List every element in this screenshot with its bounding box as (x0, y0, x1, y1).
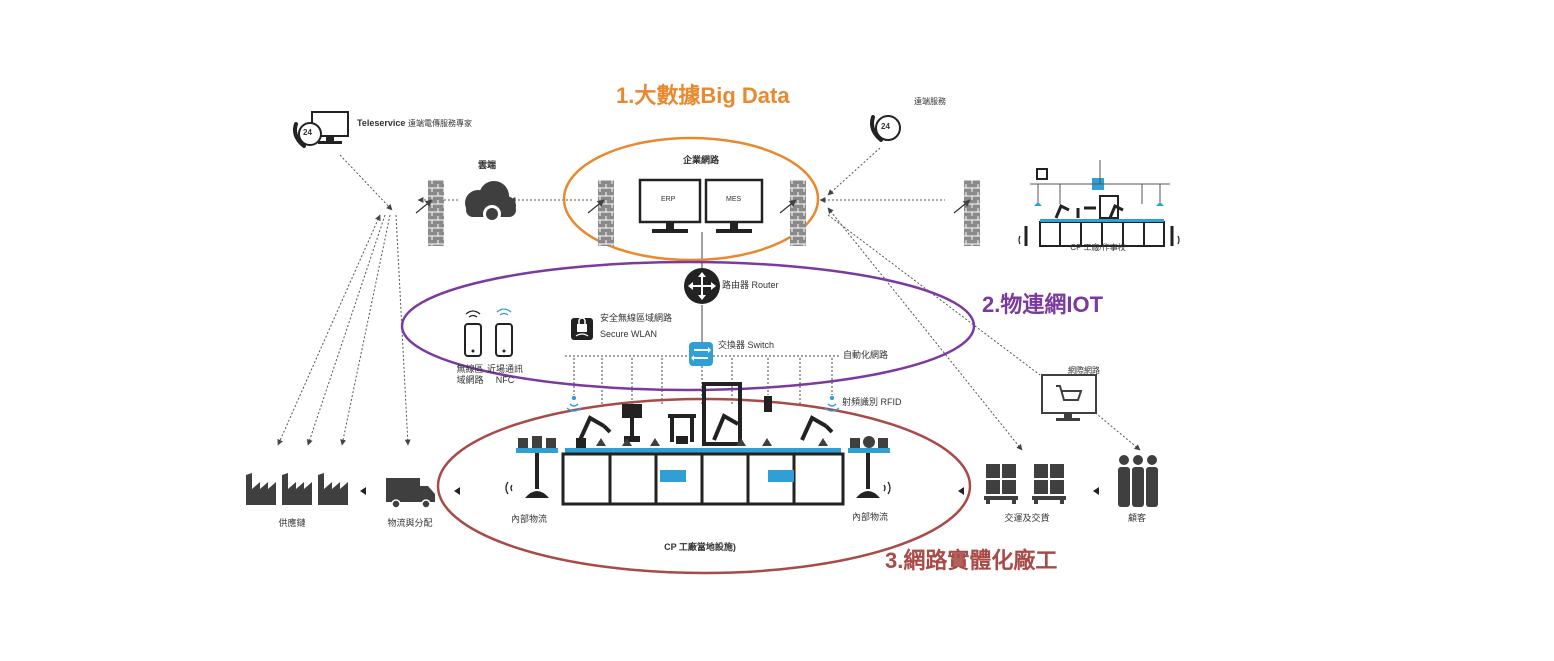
automation-network-label: 自動化網路 (843, 350, 889, 360)
erp-label: ERP (661, 196, 676, 203)
nfc-zh-text: 近場通訊 (486, 364, 524, 374)
phone-badge-24: 24 (881, 122, 890, 131)
phone-24h-icon (870, 115, 901, 142)
online-network-label: 網際網路 (1068, 366, 1100, 375)
cloud-icon (465, 181, 516, 223)
production-line (561, 382, 845, 506)
rfid-signal-icon (824, 395, 840, 412)
internal-logistics-station-left (505, 436, 558, 498)
router-icon (684, 268, 720, 304)
rfid-signal-icon (566, 395, 582, 412)
iot-ellipse (400, 260, 976, 392)
flow-arrow (958, 487, 964, 495)
wlan-zh-line-1: 無線區 (456, 364, 484, 374)
wlan-zh-line-2: 域網路 (456, 375, 484, 386)
truck-icon (386, 478, 435, 509)
logistics-label: 物流與分配 (387, 518, 433, 528)
router-label: 路由器 Router (722, 280, 779, 290)
mes-label: MES (726, 196, 742, 203)
online-shop-icon (1041, 374, 1097, 421)
firewall-icon (415, 180, 444, 246)
factory-icon (318, 473, 348, 505)
iot-layer-title: 2.物連網IOT (982, 292, 1104, 317)
secure-wlan-label: Secure WLAN (600, 329, 658, 339)
customers-icon (1118, 455, 1158, 507)
big-data-layer-title: 1.大數據Big Data (616, 83, 790, 108)
internal-logistics-left-label: 內部物流 (510, 514, 548, 524)
big-data-ellipse (562, 136, 820, 262)
smartphone-icon (464, 310, 482, 357)
erp-monitor-icon (638, 178, 702, 233)
internal-logistics-right-label: 內部物流 (851, 512, 889, 522)
flow-arrow (454, 487, 460, 495)
delivery-label: 交運及交貨 (1004, 513, 1050, 523)
cloud-label: 雲端 (478, 160, 497, 170)
factory-icon (282, 473, 312, 505)
remote-service-label: 遠端服務 (914, 97, 946, 106)
cp-factory-remote-label: CP 工廠/作事校 (1070, 243, 1126, 252)
cps-layer-title: 3.網路實體化廠工 (885, 548, 1058, 573)
rfid-label: 射頻識別 RFID (842, 397, 902, 407)
flow-arrow (360, 487, 366, 495)
nfc-text: NFC (495, 375, 515, 386)
wlan-zh-label: 無線區 域網路 (456, 364, 483, 387)
secure-wlan-icon (571, 317, 593, 340)
cp-factory-local-label: CP 工廠當地設施) (664, 542, 736, 552)
pallet-boxes-icon (1032, 464, 1066, 504)
pallet-boxes-icon (984, 464, 1018, 504)
customers-label: 顧客 (1127, 513, 1147, 523)
mes-monitor-icon (704, 178, 764, 233)
secure-wlan-zh-label: 安全無線區域網路 (600, 313, 673, 323)
switch-icon (689, 342, 713, 366)
firewall-icon (587, 180, 614, 246)
flow-arrow (1093, 487, 1099, 495)
enterprise-network-label: 企業網路 (683, 155, 720, 165)
phone-24h-icon (293, 122, 322, 148)
factory-icon (246, 473, 276, 505)
nfc-label: 近場通訊 NFC (487, 364, 523, 387)
internal-logistics-station-right (848, 436, 891, 498)
switch-label: 交換器 Switch (718, 340, 775, 350)
smartphone-icon (495, 308, 513, 357)
firewall-icon (779, 180, 806, 246)
supply-chain-label: 供應鏈 (278, 518, 306, 528)
phone-badge-24: 24 (303, 128, 312, 137)
firewall-icon (953, 180, 980, 246)
remote-cp-factory-icon (1018, 160, 1180, 247)
teleservice-label: Teleservice (357, 118, 406, 128)
teleservice-zh-label: 遠端電傳服務專家 (408, 119, 472, 128)
